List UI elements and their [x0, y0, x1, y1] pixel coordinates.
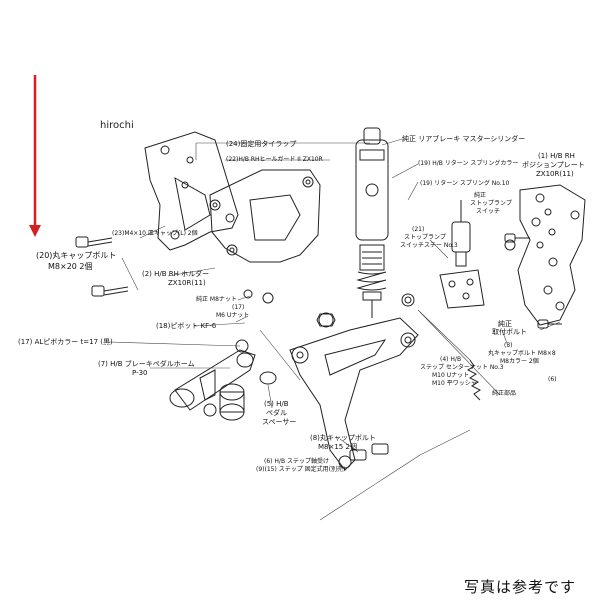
holder-plate [209, 169, 321, 263]
label-m8-nut: 純正 M8ナット [196, 296, 237, 303]
position-plate [517, 184, 586, 326]
label-5-line1: (5) H/B [264, 400, 289, 408]
return-spring [467, 359, 481, 401]
label-3-line1: (3) [504, 342, 513, 349]
heel-guard-hole-1 [160, 145, 170, 155]
master-cylinder-spring [356, 271, 387, 291]
label-genuine-bolt-1: 純正 [498, 320, 512, 328]
label-6-line2: (9)(15) ステップ 固定式用(別売) [256, 466, 346, 473]
label-2-line1: (2) H/B RH ホルダー [142, 270, 210, 278]
cap-bolt-20 [75, 236, 129, 297]
label-19-spring: (19) リターン スプリング No.10 [420, 180, 510, 187]
label-24: (24)固定用タイラップ [226, 140, 297, 148]
heel-guard-hole-5 [170, 230, 180, 240]
heel-guard-hole-2 [186, 156, 194, 164]
label-4-line2: ステップ センターナット No.3 [420, 364, 504, 371]
label-21-line1: (21) [412, 226, 425, 233]
label-17-line1: (17) [232, 304, 245, 311]
label-1-line1: (1) H/B RH [538, 152, 575, 160]
label-20-line2: M8×20 2個 [48, 262, 93, 271]
label-5-line2: ペダル [266, 409, 287, 417]
label-22: (22)H/B RHヒールガード II ZX10R [226, 156, 323, 163]
label-20-line1: (20)丸キャップボルト [36, 251, 117, 260]
label-4-line3: M10 Uナット [432, 372, 470, 379]
master-cylinder-body [355, 139, 389, 241]
reference-photo-note: 写真は参考です [464, 578, 577, 596]
label-17-collar: (17) ALピボカラー t=17 (黒) [18, 338, 113, 346]
label-3-line2: 丸キャップボルト M8×8 [488, 350, 556, 357]
label-genuine-bolt-2: 取付ボルト [492, 328, 527, 336]
label-3-line3: M8カラー 2個 [500, 358, 539, 365]
label-18: (18)ピボット KF-6 [156, 322, 217, 330]
label-21-line2: ストップランプ [404, 234, 446, 241]
heel-guard-plate [144, 131, 239, 251]
label-1-line3: ZX10R(11) [536, 170, 574, 178]
label-8-line2: M8×15 2個 [318, 443, 357, 451]
label-genuine-parts: 純正部品 [492, 390, 517, 397]
red-arrow-head [29, 225, 41, 237]
label-7-line2: P-30 [132, 369, 148, 377]
label-7-line1: (7) H/B ブレーキペダルホーム [98, 360, 195, 368]
label-stop-switch-3: スイッチ [476, 208, 501, 215]
footrest-bracket [289, 317, 419, 471]
label-2-line2: ZX10R(11) [168, 279, 206, 287]
label-stop-switch-2: ストップランプ [470, 200, 512, 207]
label-6-right: (6) [548, 376, 557, 383]
label-1-line2: ポジションプレート [522, 161, 585, 169]
label-stop-switch-1: 純正 [474, 192, 487, 199]
label-4-line1: (4) H/B [440, 356, 462, 363]
label-4-line4: M10 平ワッシャ [432, 380, 477, 387]
label-5-line3: スペーサー [262, 418, 297, 426]
label-17-line2: M6 Uナット [216, 312, 250, 319]
label-master-cylinder: 純正 リアブレーキ マスターシリンダー [402, 135, 526, 143]
label-6-line1: (6) H/B ステップ軸受け [264, 458, 329, 465]
switch-stay [439, 269, 485, 309]
heel-guard-hole-4 [225, 213, 235, 223]
watermark-text: hirochi [100, 120, 134, 131]
label-21-line3: スイッチステー No.3 [400, 242, 458, 249]
label-23: (23)M4×10 皿キャップ(L) 2個 [112, 230, 198, 237]
label-8-line1: (8)丸キャップボルト [310, 434, 376, 442]
label-19-collar: (19) H/B リターン スプリングカラー [418, 160, 519, 167]
